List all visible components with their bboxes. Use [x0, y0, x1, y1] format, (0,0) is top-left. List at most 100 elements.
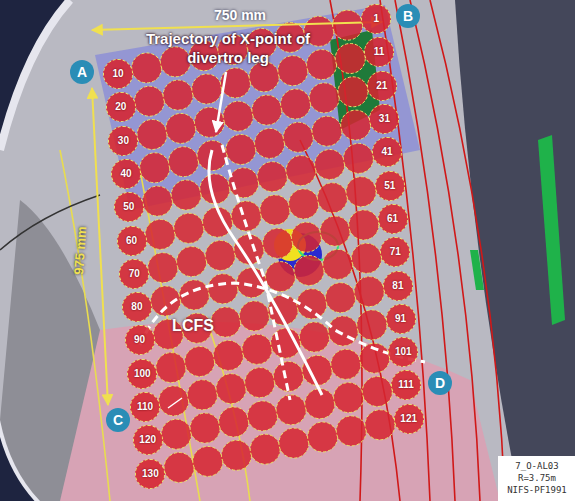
callout-number: 50 [123, 202, 134, 212]
callout-number: 10 [112, 69, 123, 79]
callout-number: 130 [142, 469, 159, 479]
channel-circle [309, 83, 339, 113]
channel-circle [248, 401, 278, 431]
point-marker: C [106, 408, 130, 432]
channel-circle [134, 86, 164, 116]
channel-circle [190, 413, 220, 443]
callout-number: 51 [384, 181, 395, 191]
lcfs-label: LCFS [172, 317, 214, 335]
channel-circle [308, 422, 338, 452]
channel-circle [338, 77, 368, 107]
channel-circle: 81 [383, 271, 413, 301]
channel-circle [140, 153, 170, 183]
callout-number: 20 [115, 102, 126, 112]
channel-circle [336, 416, 366, 446]
watermark-ground [498, 456, 575, 501]
callout-number: 121 [400, 414, 417, 424]
channel-circle: 70 [119, 259, 149, 289]
watermark: R=3.75m [518, 473, 556, 483]
point-marker: A [70, 60, 94, 84]
channel-circle [166, 113, 196, 143]
callout-number: 80 [131, 302, 142, 312]
callout-number: 101 [395, 347, 412, 357]
channel-circle [249, 62, 279, 92]
dimension-line [92, 88, 108, 405]
point-marker: B [396, 4, 420, 28]
channel-circle [192, 74, 222, 104]
point-letter: C [113, 413, 123, 427]
pointer-line [168, 398, 182, 408]
channel-circle [346, 177, 376, 207]
callout-number: 61 [387, 214, 398, 224]
dimension-label: 750 mm [214, 7, 266, 23]
channel-circle [328, 316, 358, 346]
channel-circle: 50 [114, 192, 144, 222]
channel-circle [187, 380, 217, 410]
callout-number: 110 [137, 402, 153, 412]
callout-number: 120 [139, 435, 156, 445]
channel-circle [252, 95, 282, 125]
channel-circle [334, 383, 364, 413]
channel-circle: 10 [103, 59, 133, 89]
watermark: 7_O-AL03 [515, 461, 558, 471]
channel-circle: 130 [135, 459, 165, 489]
channel-circle: 121 [394, 404, 424, 434]
field-line [430, 0, 505, 501]
channel-circle [156, 353, 186, 383]
channel-circle [312, 116, 342, 146]
channel-circle [242, 334, 272, 364]
callout-number: 31 [379, 114, 390, 124]
channel-circle [335, 44, 365, 74]
callout-number: 70 [129, 269, 140, 279]
callout-number: 11 [374, 47, 385, 57]
field-lines [60, 150, 250, 501]
point-marker: D [428, 371, 452, 395]
channel-circle [265, 262, 295, 292]
channel-circle [315, 150, 345, 180]
channel-circle [331, 349, 361, 379]
point-letter: D [435, 376, 445, 390]
channel-circle [341, 110, 371, 140]
channel-circle [349, 210, 379, 240]
channel-circle [250, 434, 280, 464]
channel-circle [245, 368, 275, 398]
channel-circle [352, 243, 382, 273]
channel-circle: 90 [125, 325, 155, 355]
field-lines [300, 0, 505, 501]
channel-grid [132, 10, 395, 482]
x-point-trajectory [222, 145, 290, 400]
callout-number: 81 [392, 281, 403, 291]
callout-number: 90 [134, 335, 145, 345]
port-rim [0, 0, 70, 150]
channel-circle [208, 274, 238, 304]
callout-number: 21 [376, 81, 387, 91]
channel-circle [302, 355, 332, 385]
channel-circle: 20 [106, 92, 136, 122]
green-strip [538, 135, 565, 325]
callout-number: 60 [126, 236, 137, 246]
channel-circle [205, 241, 235, 271]
plasma-region [95, 5, 420, 210]
channel-circle [291, 222, 321, 252]
channel-circle [213, 340, 243, 370]
channel-circle [216, 374, 246, 404]
channel-circle: 80 [122, 292, 152, 322]
channel-circle [289, 189, 319, 219]
channel-circle [223, 101, 253, 131]
channel-circle: 60 [117, 226, 147, 256]
channel-circle [160, 47, 190, 77]
channel-circle [343, 143, 373, 173]
channel-circle [320, 216, 350, 246]
dimension-label: 975 mm [71, 225, 89, 274]
channel-circle [307, 50, 337, 80]
channel-circle: 30 [108, 126, 138, 156]
dimension-line [92, 22, 382, 30]
channel-circle [278, 56, 308, 86]
channel-circle [294, 256, 324, 286]
callout-number: 71 [390, 247, 401, 257]
callout-number: 40 [121, 169, 132, 179]
trajectory-label: Trajectory of X-point of divertro leg [142, 30, 314, 68]
channel-circle [317, 183, 347, 213]
